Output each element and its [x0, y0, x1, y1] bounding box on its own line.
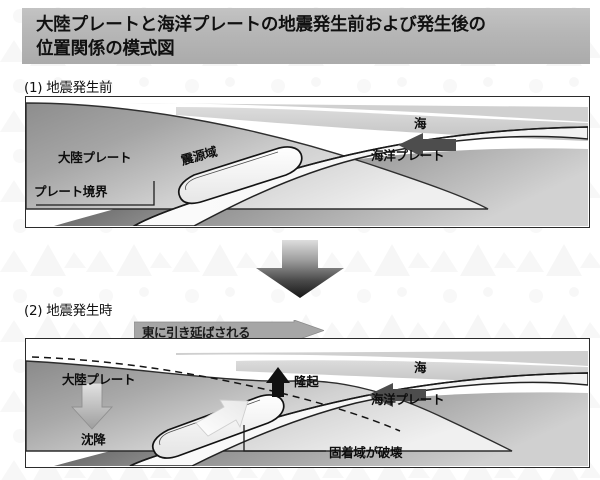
label-continental-plate-2: 大陸プレート — [62, 372, 136, 387]
page-title: 大陸プレートと海洋プレートの地震発生前および発生後の 位置関係の模式図 — [36, 13, 584, 61]
label-continental-plate-1: 大陸プレート — [58, 150, 132, 165]
transition-down-arrow — [256, 240, 344, 298]
label-oceanic-plate-1: 海洋プレート — [371, 148, 445, 163]
panel-2-caption: (2) 地震発生時 — [24, 303, 113, 319]
panel-during-earthquake: 大陸プレート 沈降 隆起 海 海洋プレート 固着域が破壊 — [25, 338, 590, 468]
label-sea-1: 海 — [414, 116, 427, 131]
panel-1-caption: (1) 地震発生前 — [24, 80, 113, 96]
label-sea-2: 海 — [414, 360, 427, 375]
panel-2-diagram — [26, 339, 588, 466]
page-title-bar: 大陸プレートと海洋プレートの地震発生前および発生後の 位置関係の模式図 — [22, 8, 590, 64]
label-oceanic-plate-2: 海洋プレート — [371, 392, 445, 407]
label-plate-boundary: プレート境界 — [34, 184, 108, 199]
page-title-line-2: 位置関係の模式図 — [36, 39, 175, 59]
panel-before-earthquake: 大陸プレート プレート境界 震源域 海 海洋プレート — [25, 96, 590, 228]
label-uplift: 隆起 — [294, 374, 319, 389]
page-title-line-1: 大陸プレートと海洋プレートの地震発生前および発生後の — [36, 15, 486, 35]
label-subsidence: 沈降 — [81, 432, 106, 447]
label-locked-zone-rupture: 固着域が破壊 — [329, 445, 403, 460]
